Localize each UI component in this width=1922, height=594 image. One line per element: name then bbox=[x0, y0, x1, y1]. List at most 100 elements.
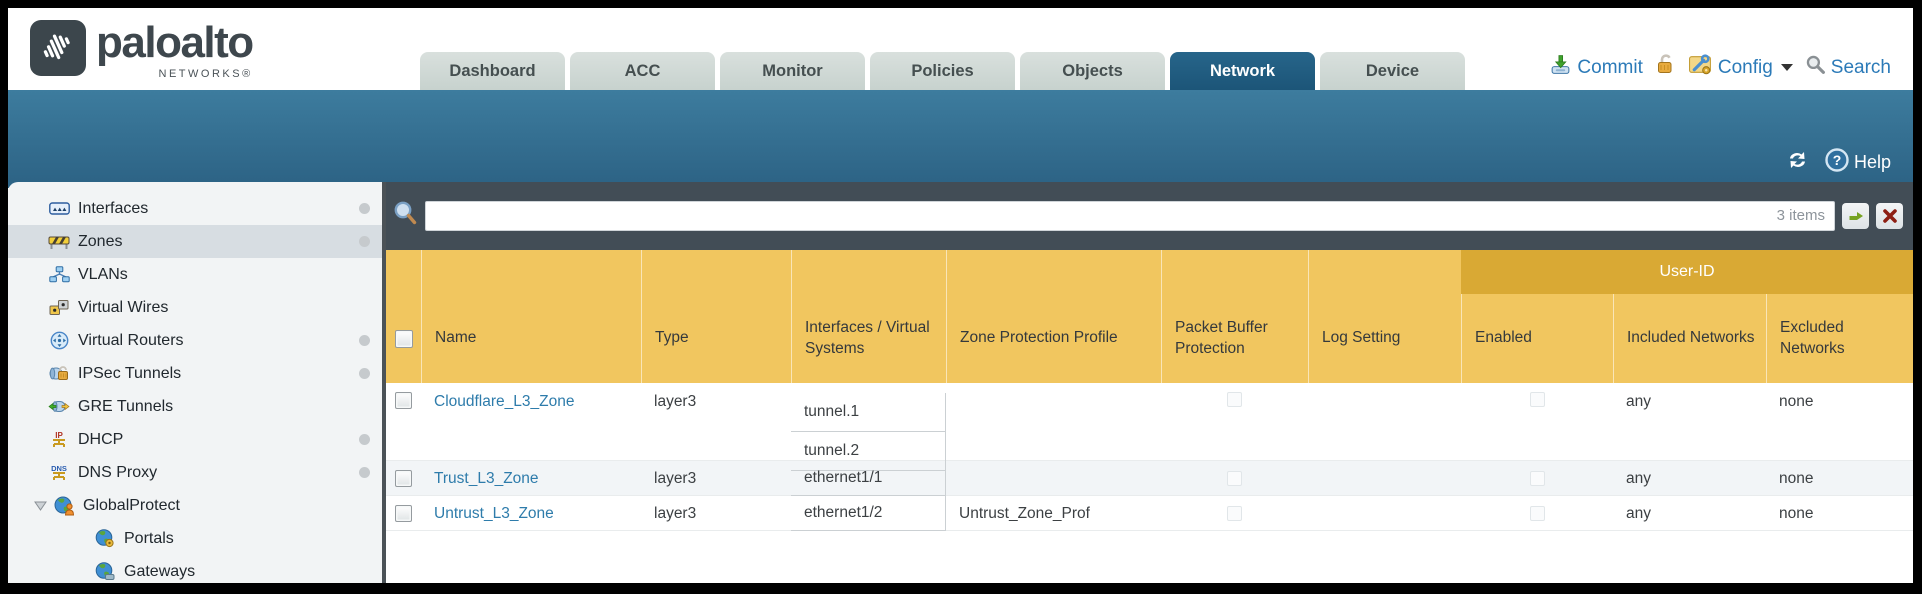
row-checkbox[interactable] bbox=[395, 470, 412, 487]
excluded-networks-cell: none bbox=[1779, 469, 1814, 487]
status-dot bbox=[359, 434, 370, 445]
zones-icon bbox=[48, 232, 70, 252]
userid-enabled-checkbox bbox=[1529, 506, 1545, 521]
log-setting-cell bbox=[1308, 383, 1461, 460]
column-header-packet-buffer-protection[interactable]: Packet Buffer Protection bbox=[1161, 250, 1308, 383]
included-networks-cell: any bbox=[1626, 504, 1651, 522]
zone-name-cell: Trust_L3_Zone bbox=[421, 461, 641, 496]
status-dot bbox=[359, 368, 370, 379]
sidebar-item-dns-proxy[interactable]: DNS DNS Proxy bbox=[8, 456, 382, 489]
interface-entry: ethernet1/1 bbox=[791, 461, 946, 496]
column-header-log-setting[interactable]: Log Setting bbox=[1308, 250, 1461, 383]
sidebar-item-label: Portals bbox=[124, 529, 174, 547]
zone-name-cell: Cloudflare_L3_Zone bbox=[421, 383, 641, 460]
sidebar-item-label: Virtual Wires bbox=[78, 298, 169, 316]
userid-enabled-cell bbox=[1461, 496, 1613, 531]
gateways-icon bbox=[94, 562, 116, 582]
zone-protection-profile-cell bbox=[946, 461, 1161, 496]
sidebar-item-label: Interfaces bbox=[78, 199, 149, 217]
column-header-excluded-networks[interactable]: Excluded Networks bbox=[1766, 250, 1913, 383]
sidebar-item-label: IPSec Tunnels bbox=[78, 364, 182, 382]
config-label: Config bbox=[1717, 56, 1773, 78]
sidebar-item-globalprotect[interactable]: GlobalProtect bbox=[8, 489, 382, 522]
commit-button[interactable]: Commit bbox=[1549, 53, 1643, 82]
table-row: Trust_L3_Zone layer3 ethernet1/1 any non… bbox=[386, 461, 1913, 496]
tab-objects[interactable]: Objects bbox=[1020, 52, 1165, 90]
sidebar-item-vlans[interactable]: VLANs bbox=[8, 258, 382, 291]
row-checkbox[interactable] bbox=[395, 392, 412, 409]
status-dot bbox=[359, 335, 370, 346]
sidebar-item-gre-tunnels[interactable]: GRE Tunnels bbox=[8, 390, 382, 423]
zones-table-header: User-ID Name Type Interfaces / Virtual S… bbox=[386, 250, 1913, 383]
userid-enabled-cell bbox=[1461, 461, 1613, 496]
sidebar-item-label: DHCP bbox=[78, 430, 124, 448]
packet-buffer-checkbox bbox=[1227, 471, 1242, 486]
tab-dashboard[interactable]: Dashboard bbox=[420, 52, 565, 90]
globalprotect-icon bbox=[53, 496, 75, 516]
commit-icon bbox=[1549, 53, 1572, 82]
sidebar-item-virtual-routers[interactable]: Virtual Routers bbox=[8, 324, 382, 357]
clear-filter-button[interactable] bbox=[1876, 203, 1903, 229]
tab-policies[interactable]: Policies bbox=[870, 52, 1015, 90]
zone-interfaces-cell: ethernet1/2 bbox=[791, 496, 946, 531]
row-checkbox[interactable] bbox=[395, 505, 412, 522]
global-search-button[interactable]: Search bbox=[1805, 54, 1891, 81]
zone-name-link[interactable]: Trust_L3_Zone bbox=[434, 469, 539, 487]
filter-magnifier-icon bbox=[392, 200, 418, 232]
items-count: 3 items bbox=[1776, 207, 1825, 224]
dns-proxy-icon: DNS bbox=[48, 463, 70, 483]
interface-entry: tunnel.2 bbox=[791, 432, 946, 471]
tab-monitor[interactable]: Monitor bbox=[720, 52, 865, 90]
zone-name-link[interactable]: Untrust_L3_Zone bbox=[434, 504, 554, 522]
virtual-routers-icon bbox=[48, 331, 70, 351]
select-all-checkbox[interactable] bbox=[394, 329, 413, 348]
zone-type-cell: layer3 bbox=[654, 469, 697, 487]
sidebar-item-ipsec-tunnels[interactable]: IPSec Tunnels bbox=[8, 357, 382, 390]
column-header-enabled[interactable]: Enabled bbox=[1461, 250, 1613, 383]
sidebar-item-dhcp[interactable]: IP DHCP bbox=[8, 423, 382, 456]
tab-network[interactable]: Network bbox=[1170, 52, 1315, 90]
column-header-interfaces[interactable]: Interfaces / Virtual Systems bbox=[791, 250, 946, 383]
sidebar-item-gateways[interactable]: Gateways bbox=[8, 555, 382, 583]
included-networks-cell: any bbox=[1626, 393, 1651, 410]
sidebar-item-label: GlobalProtect bbox=[83, 496, 180, 514]
tab-acc[interactable]: ACC bbox=[570, 52, 715, 90]
config-dropdown[interactable]: Config bbox=[1688, 53, 1793, 82]
sidebar-item-label: VLANs bbox=[78, 265, 128, 283]
sidebar-item-label: Gateways bbox=[124, 562, 196, 580]
sidebar-item-zones[interactable]: Zones bbox=[8, 225, 382, 258]
row-select-cell bbox=[386, 461, 421, 496]
zone-name-link[interactable]: Cloudflare_L3_Zone bbox=[434, 393, 575, 410]
column-header-type[interactable]: Type bbox=[641, 250, 791, 383]
sidebar-item-label: Zones bbox=[78, 232, 123, 250]
column-header-included-networks[interactable]: Included Networks bbox=[1613, 250, 1766, 383]
log-setting-cell bbox=[1308, 496, 1461, 531]
user-id-group-header: User-ID bbox=[1461, 250, 1913, 294]
lock-icon[interactable] bbox=[1655, 53, 1676, 82]
sidebar-item-interfaces[interactable]: Interfaces bbox=[8, 192, 382, 225]
sidebar-item-portals[interactable]: Portals bbox=[8, 522, 382, 555]
column-header-name[interactable]: Name bbox=[421, 250, 641, 383]
sidebar-item-virtual-wires[interactable]: Virtual Wires bbox=[8, 291, 382, 324]
included-networks-cell: any bbox=[1626, 469, 1651, 487]
apply-filter-button[interactable] bbox=[1842, 203, 1869, 229]
expand-caret-icon[interactable] bbox=[34, 501, 49, 511]
sidebar-item-label: GRE Tunnels bbox=[78, 397, 174, 415]
ipsec-tunnels-icon bbox=[48, 364, 70, 384]
help-button[interactable]: ? Help bbox=[1824, 147, 1891, 178]
refresh-icon[interactable] bbox=[1785, 149, 1810, 176]
packet-buffer-protection-cell bbox=[1161, 383, 1308, 460]
column-header-zone-protection-profile[interactable]: Zone Protection Profile bbox=[946, 250, 1161, 383]
zone-protection-profile-cell: Untrust_Zone_Prof bbox=[959, 504, 1090, 522]
zone-type-cell: layer3 bbox=[654, 504, 697, 522]
help-icon: ? bbox=[1824, 147, 1850, 178]
zones-main-panel: 3 items User-ID Name Type Interfaces / V… bbox=[386, 182, 1913, 583]
tab-device[interactable]: Device bbox=[1320, 52, 1465, 90]
filter-input[interactable] bbox=[425, 201, 1835, 231]
interface-entry: tunnel.1 bbox=[791, 393, 946, 432]
userid-enabled-checkbox bbox=[1529, 471, 1545, 486]
excluded-networks-cell: none bbox=[1779, 504, 1814, 522]
help-label: Help bbox=[1853, 152, 1891, 172]
svg-text:DNS: DNS bbox=[51, 464, 67, 473]
log-setting-cell bbox=[1308, 461, 1461, 496]
